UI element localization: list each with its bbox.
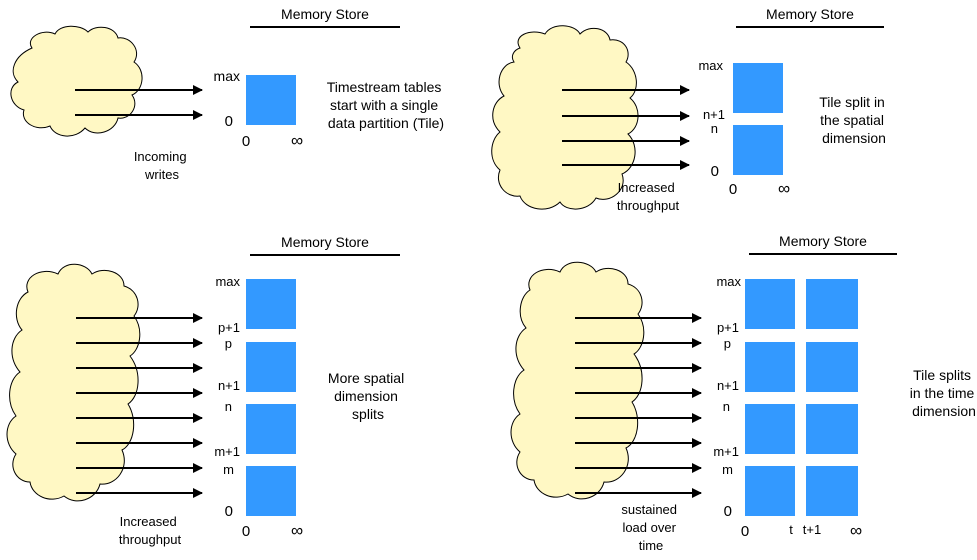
x-axis-label: ∞	[291, 521, 303, 540]
tile	[806, 279, 858, 329]
y-axis-label: max	[214, 68, 240, 84]
cloud-label: Incoming writes	[134, 149, 190, 182]
y-axis-label: n	[723, 399, 730, 414]
y-axis-label: max	[716, 274, 741, 289]
y-axis-label: n	[711, 121, 718, 136]
description: Tile splits in the time dimension	[910, 367, 977, 419]
y-axis-label: n+1	[703, 107, 725, 122]
cloud-label: Increased throughput	[617, 180, 680, 213]
x-axis-label: 0	[242, 523, 250, 540]
cloud-label: sustained load over time	[621, 502, 680, 553]
y-axis-label: m+1	[713, 444, 739, 459]
x-axis-label: 0	[242, 133, 250, 150]
y-axis-label: max	[215, 274, 240, 289]
tile	[745, 279, 795, 329]
x-axis-label: ∞	[291, 131, 303, 150]
y-axis-label: p	[225, 336, 232, 351]
tile	[733, 63, 783, 113]
cloud-shape	[6, 263, 141, 502]
memory-store-label: Memory Store	[766, 6, 854, 22]
y-axis-label: m+1	[214, 444, 240, 459]
x-axis-label: ∞	[778, 179, 790, 198]
tile	[246, 75, 296, 125]
y-axis-label: p+1	[717, 320, 739, 335]
description: More spatial dimension splits	[328, 370, 408, 422]
tile	[246, 279, 296, 329]
cloud-shape	[510, 261, 645, 500]
cloud-label: Increased throughput	[119, 514, 182, 547]
y-axis-label: n	[225, 399, 232, 414]
x-axis-label: t	[789, 522, 793, 537]
y-axis-label: m	[223, 462, 234, 477]
description: Tile split in the spatial dimension	[819, 94, 889, 146]
tile	[246, 342, 296, 392]
tile	[806, 342, 858, 392]
memory-store-label: Memory Store	[779, 233, 867, 249]
tile	[745, 466, 795, 516]
x-axis-label: t+1	[803, 522, 821, 537]
x-axis-label: 0	[741, 523, 749, 540]
cloud-shape	[10, 25, 143, 137]
y-axis-label: n+1	[717, 378, 739, 393]
panel-1: Incoming writes Memory Store max 0 0 ∞ T…	[10, 6, 446, 182]
memory-store-label: Memory Store	[281, 6, 369, 22]
tile	[246, 404, 296, 454]
y-axis-label: p+1	[218, 320, 240, 335]
cloud-shape	[491, 25, 639, 210]
tile	[806, 404, 858, 454]
tile	[806, 466, 858, 516]
x-axis-label: ∞	[850, 521, 862, 540]
y-axis-label: max	[698, 58, 723, 73]
tile	[745, 342, 795, 392]
y-axis-label: m	[722, 462, 733, 477]
y-axis-label: 0	[225, 503, 233, 520]
y-axis-label: 0	[711, 163, 719, 180]
tile	[733, 125, 783, 175]
y-axis-label: p	[724, 336, 731, 351]
y-axis-label: n+1	[218, 378, 240, 393]
x-axis-label: 0	[729, 181, 737, 198]
tile	[745, 404, 795, 454]
panel-2: Increased throughput Memory Store max n+…	[491, 6, 889, 213]
description: Timestream tables start with a single da…	[327, 79, 446, 131]
tile	[246, 466, 296, 516]
memory-store-label: Memory Store	[281, 234, 369, 250]
y-axis-label: 0	[225, 113, 233, 130]
panel-3: Increased throughput Memory Store max p+…	[6, 234, 408, 547]
panel-4: sustained load over time Memory Store ma…	[510, 233, 977, 553]
y-axis-label: 0	[724, 503, 732, 520]
